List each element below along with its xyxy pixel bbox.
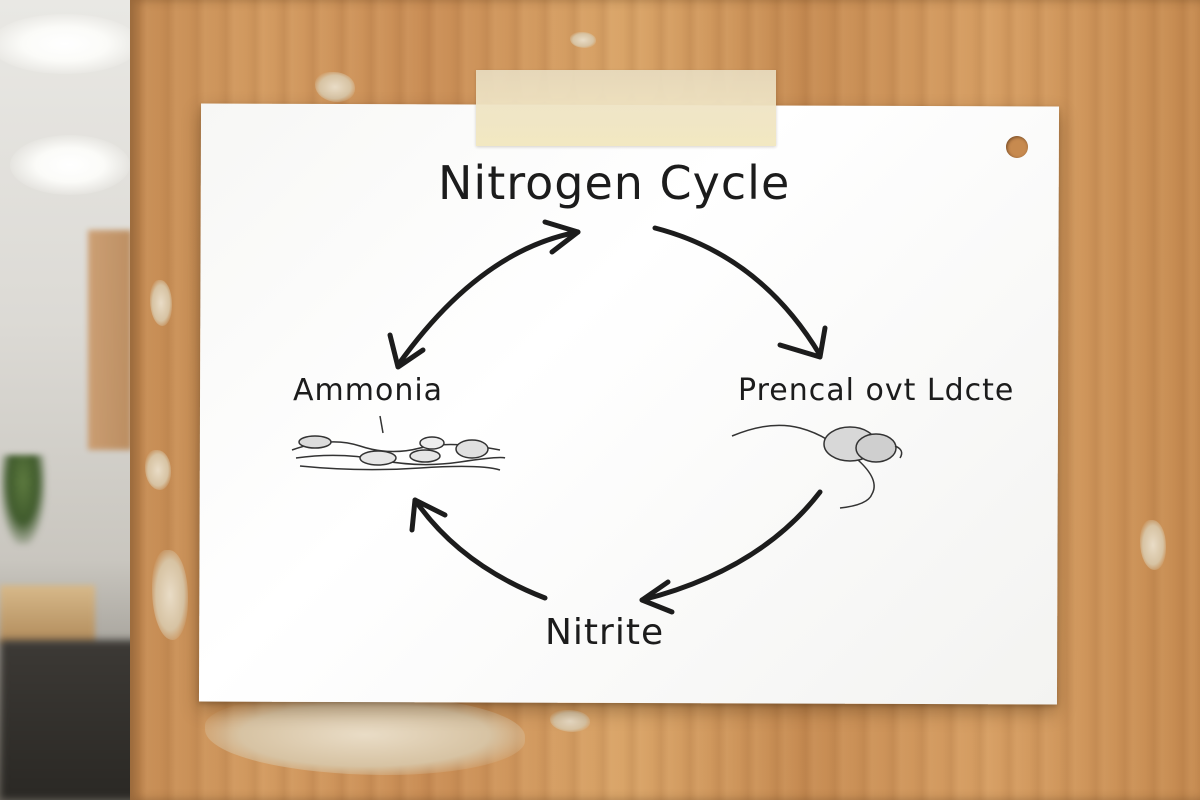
paint-chip — [315, 72, 355, 102]
cycle-arrow — [652, 225, 823, 358]
paint-chip — [205, 695, 525, 775]
wall-panel — [88, 230, 132, 450]
ceiling-light — [10, 135, 130, 195]
arrowhead — [409, 497, 448, 533]
paint-chip — [550, 710, 590, 732]
floor-shadow — [0, 640, 140, 800]
plant — [0, 455, 46, 545]
paint-chip — [152, 550, 188, 640]
ceiling-light — [0, 14, 140, 74]
paint-chip — [1140, 520, 1166, 570]
arrowhead — [777, 325, 828, 360]
arrowhead — [387, 332, 426, 370]
paint-chip — [145, 450, 171, 490]
office-background — [0, 0, 140, 800]
paint-chip — [150, 280, 172, 326]
node-label-nitrite: Nitrite — [545, 612, 665, 653]
node-label-ammonia: Ammonia — [293, 373, 444, 408]
diagram-title: Nitrogen Cycle — [438, 156, 791, 210]
cycle-arrow — [639, 489, 823, 603]
cycle-arrow — [395, 229, 581, 368]
cycle-arrow — [412, 497, 548, 601]
punch-hole — [1006, 136, 1028, 158]
paint-chip — [570, 32, 596, 48]
organism-sketch-icon — [731, 424, 903, 509]
arrowhead — [542, 219, 581, 255]
masking-tape — [476, 70, 776, 146]
desk — [0, 585, 95, 645]
arrowhead — [639, 579, 675, 615]
node-label-process: Prencal ovt Ldcte — [738, 373, 1015, 408]
soil-sketch-icon — [291, 415, 506, 471]
